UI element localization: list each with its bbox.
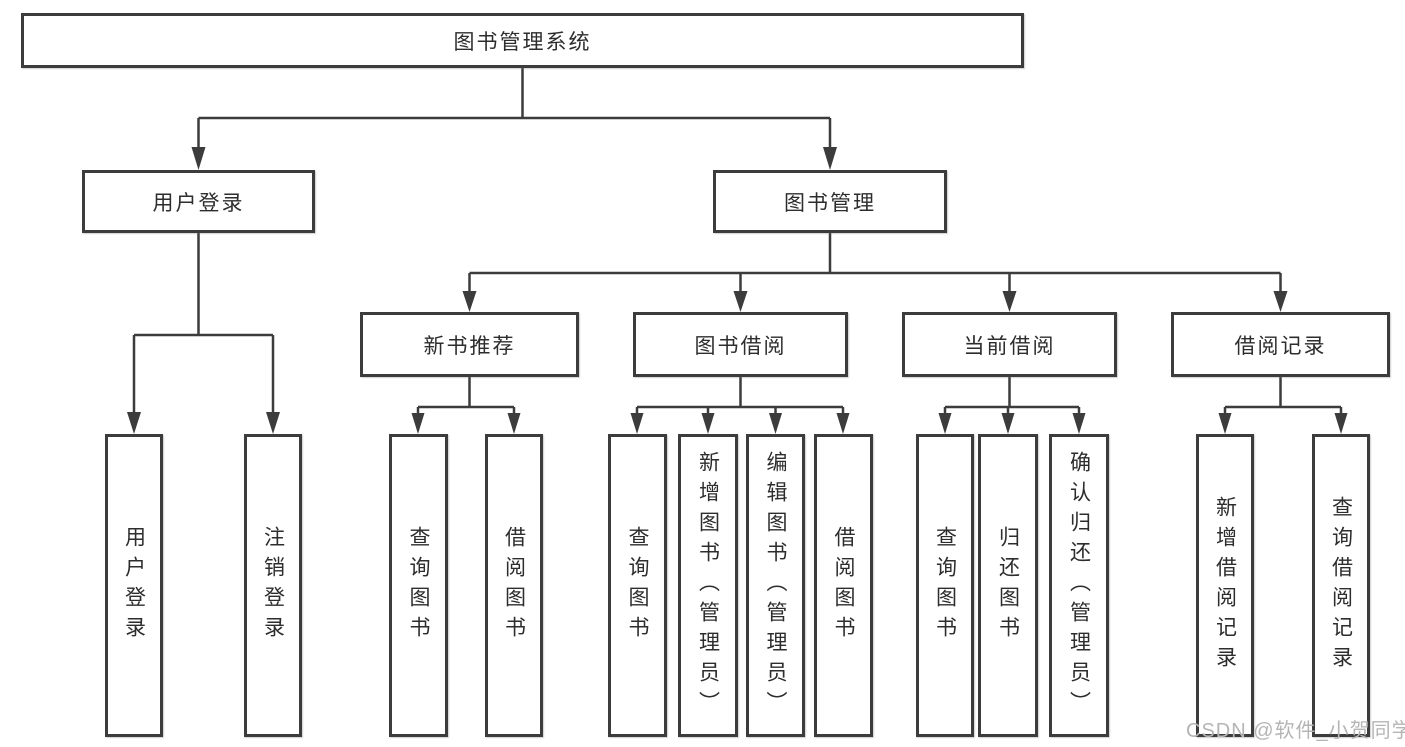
leaf-query-books-borrow: 查询图书	[608, 434, 667, 737]
leaf-label: 新增借阅记录	[1213, 495, 1237, 676]
leaf-label: 查询借阅记录	[1329, 495, 1353, 676]
leaf-user-login: 用户登录	[105, 434, 163, 737]
node-label: 借阅记录	[1234, 334, 1327, 358]
node-user-login: 用户登录	[82, 170, 315, 233]
leaf-label: 查询图书	[933, 525, 957, 646]
arrowheads-current-leaves	[938, 413, 1086, 434]
leaf-label: 查询图书	[407, 525, 430, 646]
connector-current-to-leaves	[943, 377, 1081, 417]
leaf-query-books-recommend: 查询图书	[389, 434, 448, 737]
leaf-label: 归还图书	[996, 525, 1020, 646]
node-label: 当前借阅	[963, 334, 1056, 358]
csdn-watermark: CSDN @软件_小贺同学	[1186, 720, 1405, 742]
connector-records-to-leaves	[1223, 377, 1343, 417]
leaf-label: 编辑图书（管理员）	[764, 450, 787, 721]
leaf-label: 查询图书	[626, 525, 649, 646]
connector-root-to-level2	[197, 68, 832, 150]
arrowheads-userlogin-leaves	[127, 412, 280, 434]
node-borrowing-records: 借阅记录	[1171, 312, 1390, 377]
node-label: 图书管理	[784, 191, 876, 215]
arrowheads-level3	[462, 291, 1288, 312]
leaf-add-borrow-record: 新增借阅记录	[1196, 434, 1254, 737]
leaf-logout: 注销登录	[244, 434, 302, 737]
leaf-label: 注销登录	[261, 525, 285, 646]
leaf-query-borrow-record: 查询借阅记录	[1312, 434, 1370, 737]
node-label: 用户登录	[152, 191, 245, 215]
leaf-return-books: 归还图书	[978, 434, 1038, 737]
leaf-add-books-admin: 新增图书（管理员）	[678, 434, 738, 737]
node-library-management-system: 图书管理系统	[21, 13, 1024, 68]
leaf-confirm-return-admin: 确认归还（管理员）	[1049, 434, 1109, 737]
arrowheads-newbook-leaves	[411, 413, 521, 434]
leaf-label: 确认归还（管理员）	[1067, 450, 1091, 721]
node-book-borrowing: 图书借阅	[633, 312, 848, 377]
node-book-management: 图书管理	[713, 170, 947, 233]
leaf-borrow-books-recommend: 借阅图书	[485, 434, 543, 737]
node-label: 图书借阅	[694, 334, 787, 358]
leaf-label: 用户登录	[122, 525, 146, 646]
leaf-borrow-books: 借阅图书	[814, 434, 873, 737]
node-label: 新书推荐	[423, 334, 516, 358]
leaf-label: 借阅图书	[832, 525, 855, 646]
arrowheads-records-leaves	[1218, 413, 1348, 434]
arrowheads-borrow-leaves	[630, 413, 850, 434]
leaf-edit-books-admin: 编辑图书（管理员）	[746, 434, 805, 737]
node-label: 图书管理系统	[453, 30, 592, 54]
node-new-book-recommendation: 新书推荐	[360, 312, 579, 377]
connector-borrow-to-leaves	[635, 377, 845, 417]
connector-userlogin-to-leaves	[132, 232, 275, 414]
connector-bookmgmt-to-level3	[468, 233, 1282, 294]
connector-newbook-to-leaves	[416, 377, 516, 417]
leaf-label: 新增图书（管理员）	[696, 450, 720, 721]
leaf-label: 借阅图书	[502, 525, 526, 646]
leaf-query-books-current: 查询图书	[916, 434, 974, 737]
arrowheads-level2	[191, 147, 837, 170]
node-current-borrowing: 当前借阅	[902, 312, 1117, 377]
